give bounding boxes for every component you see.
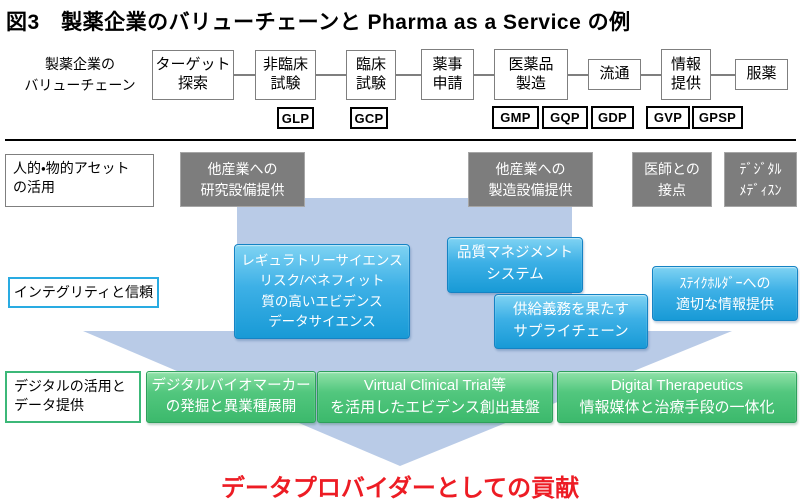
blue-box-regulatory-science: レギュラトリーサイエンス リスク/ベネフィット 質の高いエビデンス データサイエ… xyxy=(234,244,410,339)
stage-medication: 服薬 xyxy=(735,59,788,90)
green-box-digital-biomarker: デジタルバイオマーカー の発掘と異業種展開 xyxy=(146,371,316,423)
stage-information-provision: 情報 提供 xyxy=(661,49,711,100)
row-label-assets: 人的・物的アセット の活用 xyxy=(5,154,154,207)
stage-connector xyxy=(316,74,346,76)
row-label-integrity: インテグリティと信頼 xyxy=(8,277,159,308)
stage-clinical-trial: 臨床 試験 xyxy=(346,50,396,100)
stage-connector xyxy=(234,74,255,76)
stage-connector xyxy=(396,74,421,76)
stage-regulatory-application: 薬事 申請 xyxy=(421,49,474,100)
regulation-gpsp: GPSP xyxy=(692,106,743,129)
value-chain-row-label: 製薬企業の バリューチェーン xyxy=(24,56,136,93)
row-label-digital: デジタルの活用と データ提供 xyxy=(5,371,141,423)
regulation-gdp: GDP xyxy=(591,106,634,129)
blue-box-supply-chain: 供給義務を果たす サプライチェーン xyxy=(494,294,648,349)
green-box-virtual-clinical-trial: Virtual Clinical Trial等 を活用したエビデンス創出基盤 xyxy=(317,371,553,423)
data-provider-caption: データプロバイダーとしての貢献 xyxy=(220,475,580,502)
stage-connector xyxy=(568,74,588,76)
gray-box-digital-medicine: ﾃﾞｼﾞﾀﾙ ﾒﾃﾞｨｽﾝ xyxy=(724,152,797,207)
regulation-glp: GLP xyxy=(277,107,314,129)
stage-connector xyxy=(641,74,661,76)
stage-nonclinical-trial: 非臨床 試験 xyxy=(255,50,316,100)
figure-title: 図3 製薬企業のバリューチェーンと Pharma as a Service の例 xyxy=(6,11,631,34)
stage-drug-manufacturing: 医薬品 製造 xyxy=(494,49,568,100)
regulation-gcp: GCP xyxy=(350,107,388,129)
gray-box-manufacturing-facilities: 他産業への 製造設備提供 xyxy=(468,152,593,207)
green-box-digital-therapeutics: Digital Therapeutics 情報媒体と治療手段の一体化 xyxy=(557,371,797,423)
stage-target-discovery: ターゲット 探索 xyxy=(152,50,234,100)
section-divider xyxy=(5,139,796,141)
stage-connector xyxy=(474,74,494,76)
blue-box-quality-management: 品質マネジメント システム xyxy=(447,237,583,293)
gray-box-research-facilities: 他産業への 研究設備提供 xyxy=(180,152,305,207)
blue-box-stakeholder-information: ｽﾃｲｸﾎﾙﾀﾞｰへの 適切な情報提供 xyxy=(652,266,798,321)
stage-connector xyxy=(711,74,735,76)
regulation-gqp: GQP xyxy=(542,106,588,129)
regulation-gvp: GVP xyxy=(646,106,690,129)
stage-distribution: 流通 xyxy=(588,59,641,90)
regulation-gmp: GMP xyxy=(492,106,539,129)
gray-box-doctor-contact: 医師との 接点 xyxy=(632,152,712,207)
